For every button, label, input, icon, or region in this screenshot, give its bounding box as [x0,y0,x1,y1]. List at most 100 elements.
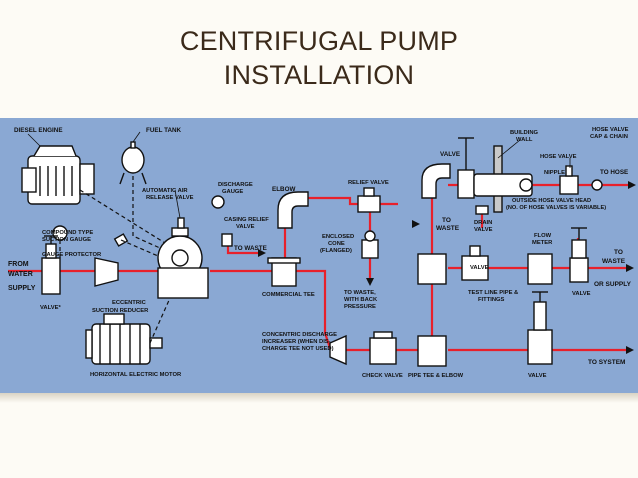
discharge-gauge [211,195,225,209]
label-to-waste-1: TO WASTE [234,245,267,252]
label-or-supply: OR SUPPLY [594,281,632,288]
label-test-line-1: TEST LINE PIPE & [468,290,518,296]
label-to-waste-2b: WASTE [436,225,460,232]
arrow-to-waste-1 [258,249,266,257]
label-discharge-gauge-1: DISCHARGE [218,182,253,188]
relief-valve [357,187,381,213]
label-enclosed-cone-1: ENCLOSED [322,234,354,240]
diagram-panel: DIESEL ENGINE FUEL TANK COMPOUND TYPE SU… [0,118,638,393]
centrifugal-pump [157,227,209,299]
title-line-1: CENTRIFUGAL PUMP [179,26,459,56]
label-diesel-engine: DIESEL ENGINE [14,127,63,134]
label-discharge-gauge-2: GAUGE [222,189,243,195]
label-hose-valve-cap-1: HOSE VALVE [592,127,629,133]
label-casing-relief-2: VALVE [236,224,255,230]
label-to-waste-back-3: PRESSURE [344,304,376,310]
label-to-waste-3b: WASTE [602,258,626,265]
label-fuel-tank: FUEL TANK [146,127,182,134]
label-from-water-1: FROM [8,261,29,268]
label-drain-valve-2: VALVE [474,227,493,233]
label-hose-valve-cap-2: CAP & CHAIN [590,134,628,140]
pump-installation-diagram: DIESEL ENGINE FUEL TANK COMPOUND TYPE SU… [8,127,636,379]
flow-arrows [258,181,636,354]
eccentric-reducer [94,257,119,287]
label-to-waste-back-1: TO WASTE, [344,290,376,296]
arrow-to-waste-3 [626,264,634,272]
label-building-wall-2: WALL [516,137,533,143]
panel-shadow [0,393,638,403]
dashed-control-lines [59,176,171,344]
arrow-to-system [626,346,634,354]
label-valve-right: VALVE [572,291,591,297]
components [21,137,603,367]
flow-meter [527,253,553,285]
hose-valve [559,165,603,195]
label-valve-mid: VALVE [470,265,489,271]
label-horizontal-motor: HORIZONTAL ELECTRIC MOTOR [90,372,182,378]
title-line-2: INSTALLATION [223,60,415,90]
check-valve [369,331,397,365]
label-casing-relief-1: CASING RELIEF [224,217,269,223]
label-to-waste-back-2: WITH BACK [344,297,378,303]
label-commercial-tee: COMMERCIAL TEE [262,292,315,298]
commercial-tee [267,257,301,287]
label-to-waste-3a: TO [614,249,623,256]
enclosed-cone [361,230,379,259]
label-elbow: ELBOW [272,186,295,193]
pipe-casing-relief [226,246,260,255]
label-compound-gauge-2: SUCTION GAUGE [42,237,91,243]
label-concentric-2: INCREASER (WHEN DIS- [262,339,331,345]
label-valve-bottom: VALVE [528,373,547,379]
horizontal-electric-motor [85,313,163,365]
label-pipe-tee-elbow: PIPE TEE & ELBOW [408,373,464,379]
label-relief-valve: RELIEF VALVE [348,180,389,186]
pipe-tee-elbow [417,163,451,367]
drain-valve [475,205,489,215]
label-eccentric-2: SUCTION REDUCER [92,308,149,314]
diesel-engine [21,145,95,205]
label-enclosed-cone-2: CONE [328,241,345,247]
label-eccentric-1: ECCENTRIC [112,300,147,306]
test-line-valve [461,245,489,281]
slide-title: CENTRIFUGAL PUMP INSTALLATION [0,24,638,92]
label-valve-top: VALVE [440,151,460,158]
label-outside-head-1: OUTSIDE HOSE VALVE HEAD [512,198,591,204]
label-building-wall-1: BUILDING [510,130,539,136]
label-auto-air-1: AUTOMATIC AIR [142,188,188,194]
label-concentric-1: CONCENTRIC DISCHARGE [262,332,337,338]
label-gauge-protector: GAUGE PROTECTOR [42,252,102,258]
label-hose-valve: HOSE VALVE [540,154,577,160]
label-compound-gauge-1: COMPOUND TYPE [42,230,93,236]
bottom-valve [527,291,553,365]
arrow-to-waste-back [366,278,374,286]
fuel-tank [119,141,147,185]
outside-hose-valve-head [473,173,533,197]
label-flow-meter-1: FLOW [534,233,552,239]
elbow-fitting [277,191,309,229]
label-drain-valve-1: DRAIN [474,220,492,226]
concentric-increaser [329,334,347,366]
supply-valve [41,235,61,295]
label-test-line-2: FITTINGS [478,297,505,303]
top-valve [457,137,475,199]
label-outside-head-2: (NO. OF HOSE VALVES IS VARIABLE) [506,205,606,211]
right-valve [569,227,589,283]
leader-lines [27,131,571,219]
label-auto-air-2: RELEASE VALVE [146,195,194,201]
label-to-system: TO SYSTEM [588,359,625,366]
label-flow-meter-2: METER [532,240,553,246]
casing-relief-valve [221,233,233,247]
label-from-water-3: SUPPLY [8,285,36,292]
label-from-water-2: WATER [8,271,33,278]
label-concentric-3: CHARGE TEE NOT USED) [262,346,334,352]
labels: DIESEL ENGINE FUEL TANK COMPOUND TYPE SU… [8,127,632,379]
arrow-to-waste-2 [412,220,420,228]
label-to-waste-2a: TO [442,217,451,224]
label-enclosed-cone-3: (FLANGED) [320,248,352,254]
label-to-hose: TO HOSE [600,169,628,176]
label-check-valve: CHECK VALVE [362,373,403,379]
label-valve-star: VALVE* [40,305,61,311]
label-nipple: NIPPLE [544,170,565,176]
arrow-to-hose [628,181,636,189]
air-release-valve [177,217,185,229]
